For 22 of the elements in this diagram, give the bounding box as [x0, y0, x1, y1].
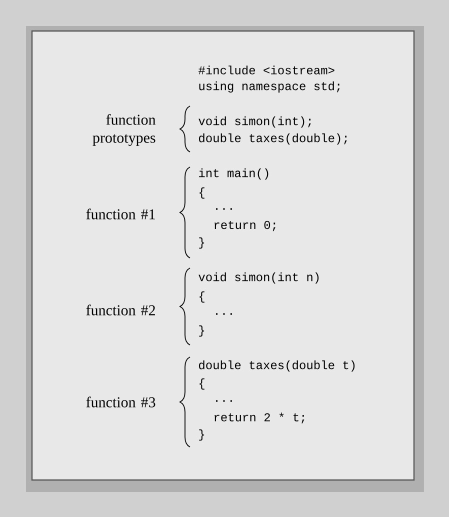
code-line: }: [199, 325, 204, 337]
code-line: }: [199, 237, 204, 249]
code-line: {: [200, 187, 204, 199]
code-line: return 2 * t;: [214, 412, 304, 424]
code-line: }: [199, 429, 204, 441]
code-line: return 0;: [214, 220, 276, 232]
code-line: ...: [216, 313, 232, 315]
code-line: {: [200, 378, 204, 390]
annotation-label: function #1: [86, 208, 155, 220]
code-line: double taxes(double);: [199, 133, 347, 145]
code-line: {: [200, 291, 204, 303]
code-line: #include <iostream>: [198, 66, 334, 74]
code-line: double taxes(double t): [199, 360, 355, 372]
code-line: ...: [216, 400, 232, 402]
annotation-label: function #2: [86, 304, 155, 316]
code-line: void simon(int n): [198, 272, 319, 284]
code-line: using namespace std;: [199, 81, 340, 93]
code-line: int main(): [199, 168, 268, 180]
annotation-label: function prototypes: [92, 114, 156, 146]
annotation-label: function #3: [86, 396, 156, 408]
code-line: ...: [216, 208, 232, 210]
code-line: void simon(int);: [198, 116, 311, 128]
